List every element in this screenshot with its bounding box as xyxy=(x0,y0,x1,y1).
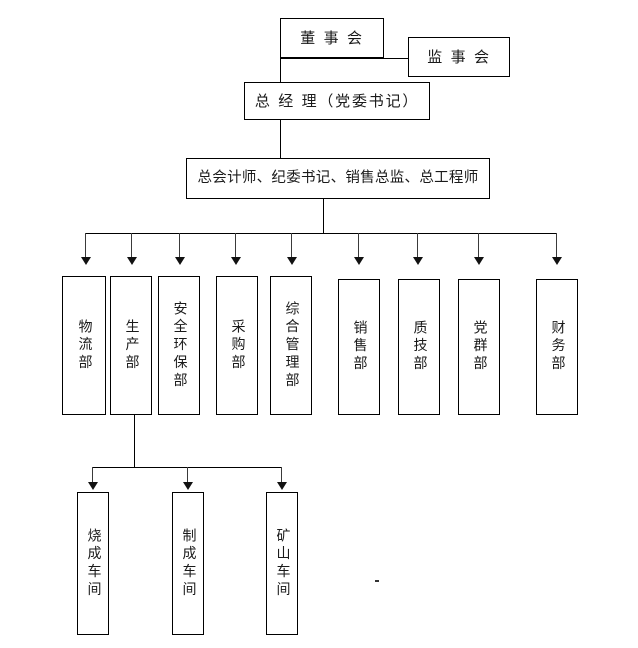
arrow-line-dept-9 xyxy=(556,233,557,259)
node-workshop-calcination-label: 烧成车间 xyxy=(85,527,102,600)
node-board-of-supervisors-label: 监 事 会 xyxy=(427,47,491,66)
node-board-of-directors: 董 事 会 xyxy=(280,18,384,58)
arrow-head-dept-7 xyxy=(413,257,423,265)
arrow-head-dept-4 xyxy=(231,257,241,265)
arrow-head-dept-2 xyxy=(127,257,137,265)
node-department-sales: 销售部 xyxy=(338,279,380,415)
arrow-line-workshop-3 xyxy=(281,467,282,484)
node-executive-team-label: 总会计师、纪委书记、销售总监、总工程师 xyxy=(197,170,479,187)
node-board-of-directors-label: 董 事 会 xyxy=(300,28,364,47)
node-executive-team: 总会计师、纪委书记、销售总监、总工程师 xyxy=(186,158,490,199)
node-workshop-manufacturing-label: 制成车间 xyxy=(180,527,197,600)
connector-board-to-supervisors xyxy=(280,58,408,59)
arrow-line-dept-5 xyxy=(291,233,292,259)
arrow-head-dept-6 xyxy=(354,257,364,265)
node-department-quality-technology: 质技部 xyxy=(398,279,440,415)
node-workshop-mine-label: 矿山车间 xyxy=(274,527,291,600)
connector-workshop-bus xyxy=(92,467,281,468)
arrow-line-dept-1 xyxy=(85,233,86,259)
arrow-head-workshop-2 xyxy=(183,482,193,490)
connector-department-bus xyxy=(85,233,556,234)
node-workshop-mine: 矿山车间 xyxy=(266,492,298,635)
connector-executives-to-bus xyxy=(323,199,324,233)
arrow-head-workshop-3 xyxy=(277,482,287,490)
connector-board-stub xyxy=(280,58,281,82)
arrow-head-workshop-1 xyxy=(88,482,98,490)
connector-gm-to-executives xyxy=(280,120,281,158)
scan-artifact-dot xyxy=(375,580,379,582)
node-department-quality-technology-label: 质技部 xyxy=(411,320,428,374)
arrow-head-dept-5 xyxy=(287,257,297,265)
node-department-safety-environment-label: 安全环保部 xyxy=(171,300,188,391)
node-workshop-manufacturing: 制成车间 xyxy=(172,492,204,635)
node-department-general-management-label: 综合管理部 xyxy=(283,300,300,391)
arrow-head-dept-8 xyxy=(474,257,484,265)
node-department-sales-label: 销售部 xyxy=(351,320,368,374)
node-department-procurement: 采购部 xyxy=(216,276,258,415)
node-department-production-label: 生产部 xyxy=(123,318,140,373)
node-board-of-supervisors: 监 事 会 xyxy=(408,37,510,77)
arrow-line-dept-8 xyxy=(478,233,479,259)
arrow-line-workshop-1 xyxy=(92,467,93,484)
arrow-head-dept-1 xyxy=(81,257,91,265)
node-general-manager: 总 经 理（党委书记） xyxy=(244,82,430,120)
arrow-head-dept-3 xyxy=(175,257,185,265)
arrow-line-dept-4 xyxy=(235,233,236,259)
node-general-manager-label: 总 经 理（党委书记） xyxy=(254,91,420,110)
node-department-production: 生产部 xyxy=(110,276,152,415)
arrow-head-dept-9 xyxy=(552,257,562,265)
node-department-safety-environment: 安全环保部 xyxy=(158,276,200,415)
node-department-logistics: 物流部 xyxy=(62,276,106,415)
node-department-party-affairs-label: 党群部 xyxy=(471,320,488,374)
node-department-general-management: 综合管理部 xyxy=(270,276,312,415)
node-department-finance-label: 财务部 xyxy=(549,320,566,374)
node-department-finance: 财务部 xyxy=(536,279,578,415)
node-department-logistics-label: 物流部 xyxy=(76,318,93,373)
node-workshop-calcination: 烧成车间 xyxy=(77,492,109,635)
arrow-line-dept-3 xyxy=(179,233,180,259)
connector-production-to-workshop-bus xyxy=(134,415,135,467)
arrow-line-dept-2 xyxy=(131,233,132,259)
node-department-party-affairs: 党群部 xyxy=(458,279,500,415)
arrow-line-dept-7 xyxy=(417,233,418,259)
node-department-procurement-label: 采购部 xyxy=(229,318,246,373)
arrow-line-workshop-2 xyxy=(187,467,188,484)
arrow-line-dept-6 xyxy=(358,233,359,259)
